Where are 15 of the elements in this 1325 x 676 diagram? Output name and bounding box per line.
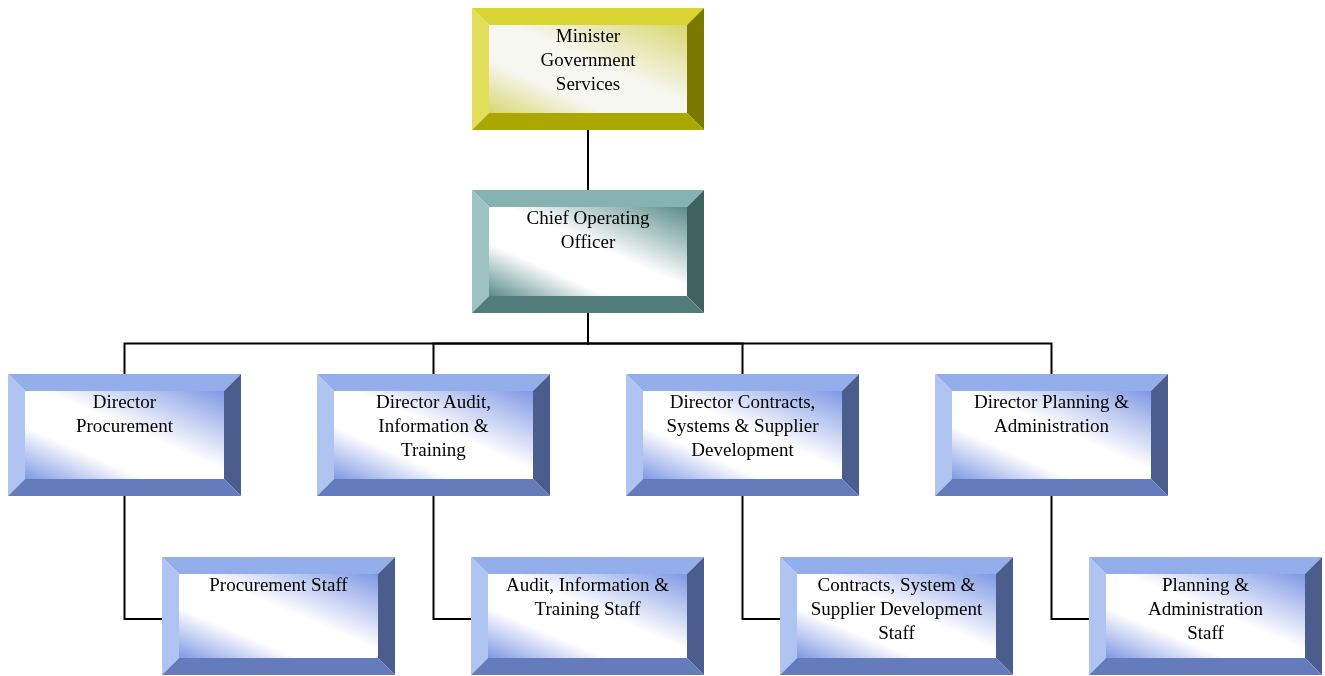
node-label: Chief Operating Officer <box>525 206 651 254</box>
node-label: Director Procurement <box>74 390 175 438</box>
connector-line <box>1050 495 1090 620</box>
connector-line <box>432 495 472 620</box>
connector-line <box>741 495 781 620</box>
node-label: Contracts, System & Supplier Development Staff <box>809 573 984 645</box>
node-label: Procurement Staff <box>208 573 349 597</box>
node-label: Director Audit, Information & Training <box>375 390 492 462</box>
node-label: Director Contracts, Systems & Supplier Development <box>665 390 820 462</box>
node-label: Director Planning & Administration <box>972 390 1131 438</box>
connector-line <box>587 129 589 191</box>
connector-line <box>123 495 163 620</box>
node-label: Minister Government Services <box>539 24 637 96</box>
node-label: Audit, Information & Training Staff <box>504 573 671 621</box>
node-label: Planning & Administration Staff <box>1146 573 1265 645</box>
